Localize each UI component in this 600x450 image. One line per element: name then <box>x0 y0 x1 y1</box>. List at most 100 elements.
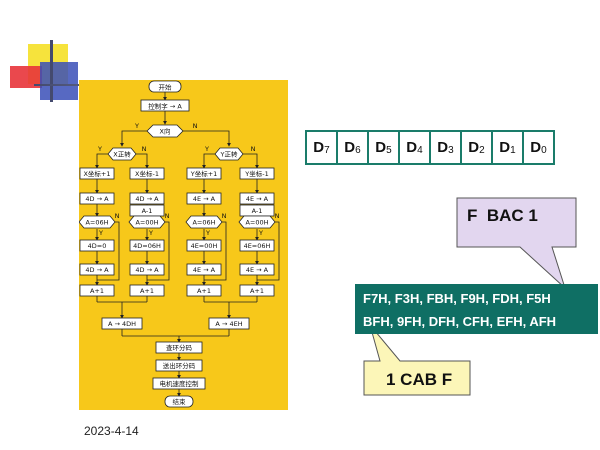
y-minus-label: Y坐标-1 <box>244 169 268 178</box>
deco-red-bar <box>10 66 42 88</box>
end-label: 结束 <box>173 397 187 406</box>
a-eq-00-decision-x <box>128 215 166 229</box>
xdir-no-label: N <box>193 122 198 130</box>
flowchart-panel: 开始 控制字 → A X向 Y N X正转 Y N Y正转 Y N X坐标+1 … <box>79 80 288 410</box>
set-4d0-label: 4D=0 <box>88 242 107 250</box>
register-bit-index: 1 <box>510 145 516 156</box>
a-eq-06-no-label-1: N <box>115 212 120 220</box>
deco-vertical-line <box>50 40 53 102</box>
st-4e-box <box>208 317 250 330</box>
callout-top-text: F BAC 1 <box>467 206 538 225</box>
set-4e00-label: 4E=00H <box>191 242 218 250</box>
deco-blue-square <box>40 62 78 100</box>
register-bit-index: 2 <box>479 145 485 156</box>
register-bit-index: 4 <box>417 145 423 156</box>
speed-label: 电机速度控制 <box>160 379 200 388</box>
ld-4e-label-2: 4E → A <box>193 266 216 274</box>
y-minus-box <box>239 167 275 180</box>
ld-4d-label-1: 4D → A <box>85 195 109 203</box>
xdir-decision <box>146 124 184 138</box>
start-terminal <box>148 80 182 93</box>
a-dec-label-2: A-1 <box>252 207 263 215</box>
register-bit-base: D <box>313 139 325 156</box>
x-minus-box <box>129 167 165 180</box>
a-eq-00-yes-label-1: Y <box>148 229 153 237</box>
lookup-box <box>155 341 203 354</box>
ld-4e-box-right-2 <box>239 263 275 276</box>
ld-4e-box-left-2 <box>186 263 222 276</box>
lookup-label: 查环分码 <box>166 343 193 352</box>
a-eq-06-yes-label-2: Y <box>205 229 210 237</box>
register-bit-base: D <box>406 139 418 156</box>
ld-4d-label-3: 4D → A <box>135 195 159 203</box>
st-4d-label: A → 4DH <box>108 320 136 328</box>
register-bit-base: D <box>344 139 356 156</box>
a-dec-label-1: A-1 <box>142 207 153 215</box>
a-eq-06-label-2: A=06H <box>192 219 215 227</box>
register-bit-base: D <box>530 139 542 156</box>
register-bit-base: D <box>468 139 480 156</box>
ld-4d-box-left-2 <box>79 263 115 276</box>
send-box <box>155 359 203 372</box>
x-fwd-decision <box>107 147 137 161</box>
set-4d06-box <box>129 239 165 252</box>
y-fwd-decision <box>214 147 244 161</box>
end-terminal <box>164 395 194 408</box>
code-line-1: F7H, F3H, FBH, F9H, FDH, F5H <box>363 291 551 306</box>
speed-box <box>152 377 206 390</box>
set-4e06-box <box>239 239 275 252</box>
ld-4e-label-1: 4E → A <box>193 195 216 203</box>
start-label: 开始 <box>159 83 173 92</box>
ctrl-process-box <box>140 99 190 112</box>
register-bit-base: D <box>375 139 387 156</box>
register-bit-index: 7 <box>324 145 330 156</box>
set-4d0-box <box>79 239 115 252</box>
register-bit-index: 0 <box>541 145 547 156</box>
inc-a-label-4: A+1 <box>250 287 264 295</box>
callout-bottom-bubble <box>363 324 471 396</box>
x-minus-label: X坐标-1 <box>135 169 159 178</box>
y-fwd-no-label: N <box>251 145 256 153</box>
register-bit-index: 5 <box>386 145 392 156</box>
slide-date: 2023-4-14 <box>84 424 139 438</box>
ld-4e-box-right <box>239 192 275 205</box>
flowchart-connectors <box>95 92 280 397</box>
y-plus-box <box>186 167 222 180</box>
ld-4d-label-2: 4D → A <box>85 266 109 274</box>
inc-a-box-y-right <box>239 284 275 297</box>
a-eq-06-no-label-2: N <box>222 212 227 220</box>
set-4e00-box <box>186 239 222 252</box>
ld-4e-label-4: 4E → A <box>246 266 269 274</box>
inc-a-box-x-right <box>129 284 165 297</box>
register-bit-base: D <box>437 139 449 156</box>
inc-a-box-y-left <box>186 284 222 297</box>
xdir-yes-label: Y <box>134 122 139 130</box>
inc-a-box-left <box>79 284 115 297</box>
flowchart-diagram: 开始 控制字 → A X向 Y N X正转 Y N Y正转 Y N X坐标+1 … <box>79 80 280 408</box>
y-plus-label: Y坐标+1 <box>190 169 218 178</box>
set-4e06-label: 4E=06H <box>244 242 271 250</box>
a-eq-06-label-1: A=06H <box>85 219 108 227</box>
code-table-box: F7H, F3H, FBH, F9H, FDH, F5H BFH, 9FH, D… <box>355 284 598 334</box>
register-bit-base: D <box>499 139 511 156</box>
y-fwd-label: Y正转 <box>220 150 238 159</box>
send-label: 送出环分码 <box>163 361 196 370</box>
callout-bottom-text: 1 CAB F <box>386 370 453 389</box>
ld-4d-label-4: 4D → A <box>135 266 159 274</box>
x-fwd-label: X正转 <box>113 150 131 159</box>
inc-a-label-1: A+1 <box>90 287 104 295</box>
ld-4e-box-left <box>186 192 222 205</box>
x-fwd-no-label: N <box>142 145 147 153</box>
register-bit-index: 3 <box>448 145 454 156</box>
x-plus-box <box>79 167 115 180</box>
inc-a-label-2: A+1 <box>140 287 154 295</box>
register-bit-index: 6 <box>355 145 361 156</box>
